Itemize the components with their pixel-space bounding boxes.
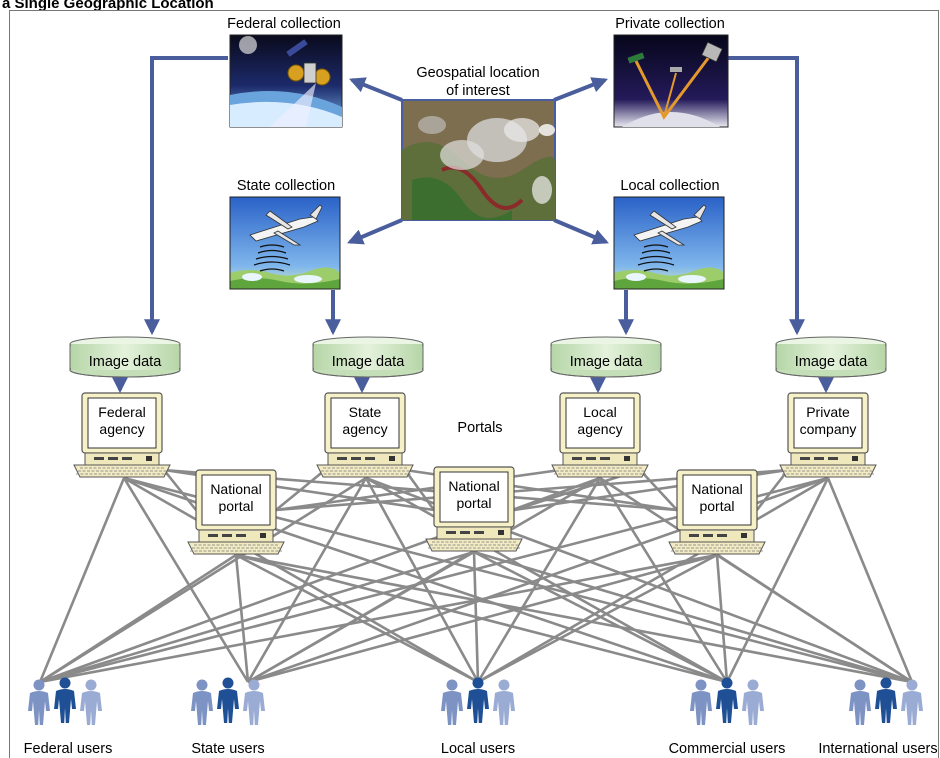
- agency-line1: Local: [583, 404, 616, 420]
- flow-arrows: [112, 56, 834, 394]
- connector-line: [162, 469, 198, 511]
- state-collection: State collection: [229, 178, 341, 290]
- agency-line2: agency: [99, 421, 144, 437]
- image-data-state: Image data: [312, 336, 424, 378]
- users-icon: [441, 677, 515, 725]
- agency-line2: company: [800, 421, 857, 437]
- connector-line: [275, 468, 326, 512]
- state-collection-label: State collection: [237, 178, 335, 194]
- agency-computer-local: Local agency: [551, 392, 649, 478]
- users-icon: [28, 677, 102, 725]
- users-icon: [191, 677, 265, 725]
- private-collection: Private collection: [613, 16, 729, 128]
- portal-line2: portal: [456, 495, 491, 511]
- connector-line: [473, 550, 913, 684]
- national-portal-computer-3: National portal: [668, 469, 766, 555]
- connector-line: [826, 477, 914, 683]
- user-group-state: State users: [191, 677, 265, 757]
- agency-line1: Federal: [98, 404, 145, 420]
- connector-line: [235, 553, 913, 684]
- arrow-federal-collection-to-data: [144, 56, 228, 336]
- image-data-label: Image data: [332, 354, 405, 370]
- private-collection-label: Private collection: [615, 16, 725, 32]
- arrow-center-to-private: [553, 77, 608, 102]
- connector-line: [39, 553, 718, 684]
- arrow-center-to-state: [347, 218, 403, 245]
- connector-line: [246, 477, 368, 683]
- local-collection: Local collection: [613, 178, 725, 290]
- agency-line2: agency: [342, 421, 387, 437]
- portal-line1: National: [448, 478, 499, 494]
- image-data-label: Image data: [570, 354, 643, 370]
- arrow-center-to-federal: [349, 77, 403, 102]
- image-data-local: Image data: [550, 336, 662, 378]
- portal-line1: National: [691, 481, 742, 497]
- survey-aircraft-image: [229, 196, 341, 290]
- portal-line1: National: [210, 481, 261, 497]
- federal-collection-label: Federal collection: [227, 16, 341, 32]
- user-group-label: State users: [191, 741, 264, 757]
- portals-label: Portals: [457, 420, 502, 436]
- users-icon: [849, 677, 923, 725]
- national-portal-computer-1: National portal: [187, 469, 285, 555]
- connector-line: [755, 469, 790, 511]
- connector-line: [234, 554, 250, 683]
- user-group-label: International users: [818, 741, 937, 757]
- user-group-federal: Federal users: [24, 677, 113, 757]
- user-group-international: International users: [818, 677, 938, 757]
- image-data-label: Image data: [795, 354, 868, 370]
- user-group-label: Federal users: [24, 741, 113, 757]
- user-group-commercial: Commercial users: [669, 677, 786, 757]
- image-data-label: Image data: [89, 354, 162, 370]
- connector-line: [598, 477, 729, 683]
- connector-line: [247, 550, 475, 684]
- agency-line1: State: [349, 404, 382, 420]
- user-group-label: Local users: [441, 741, 515, 757]
- connector-line: [716, 553, 913, 684]
- agency-line1: Private: [806, 404, 850, 420]
- agency-line2: agency: [577, 421, 622, 437]
- center-label-line2: of interest: [446, 83, 510, 99]
- satellite-constellation-image: [613, 34, 729, 128]
- diagram-frame: [9, 10, 939, 758]
- connector-line: [477, 476, 829, 684]
- agency-computer-private: Private company: [779, 392, 877, 478]
- connector-line: [725, 477, 830, 683]
- survey-aircraft-image: [613, 196, 725, 290]
- image-data-private: Image data: [775, 336, 887, 378]
- arrow-center-to-local: [553, 218, 609, 245]
- connector-line: [39, 550, 475, 684]
- agency-computer-state: State agency: [316, 392, 414, 478]
- connector-line: [38, 477, 126, 683]
- agency-computer-federal: Federal agency: [73, 392, 171, 478]
- federal-collection: Federal collection: [227, 16, 343, 128]
- user-group-local: Local users: [441, 677, 515, 757]
- user-group-label: Commercial users: [669, 741, 786, 757]
- geospatial-location: Geospatial location of interest: [401, 65, 556, 221]
- local-collection-label: Local collection: [620, 178, 719, 194]
- portal-line2: portal: [218, 498, 253, 514]
- connector-line: [472, 551, 480, 683]
- connector-line: [39, 553, 237, 684]
- users-icon: [690, 677, 764, 725]
- connector-line: [715, 554, 729, 683]
- connector-line: [365, 476, 728, 684]
- portal-line2: portal: [699, 498, 734, 514]
- connector-line: [477, 553, 718, 684]
- diagram-title: a Single Geographic Location: [2, 0, 214, 12]
- image-data-federal: Image data: [69, 336, 181, 378]
- arrow-private-collection-to-data: [728, 56, 805, 336]
- connector-line: [123, 476, 479, 684]
- national-portal-computer-2: National portal: [425, 466, 523, 552]
- satellite-in-orbit-image: [229, 34, 343, 128]
- wildfire-satellite-image: [401, 99, 556, 221]
- center-label-line1: Geospatial location: [416, 65, 539, 81]
- connector-line: [247, 553, 718, 684]
